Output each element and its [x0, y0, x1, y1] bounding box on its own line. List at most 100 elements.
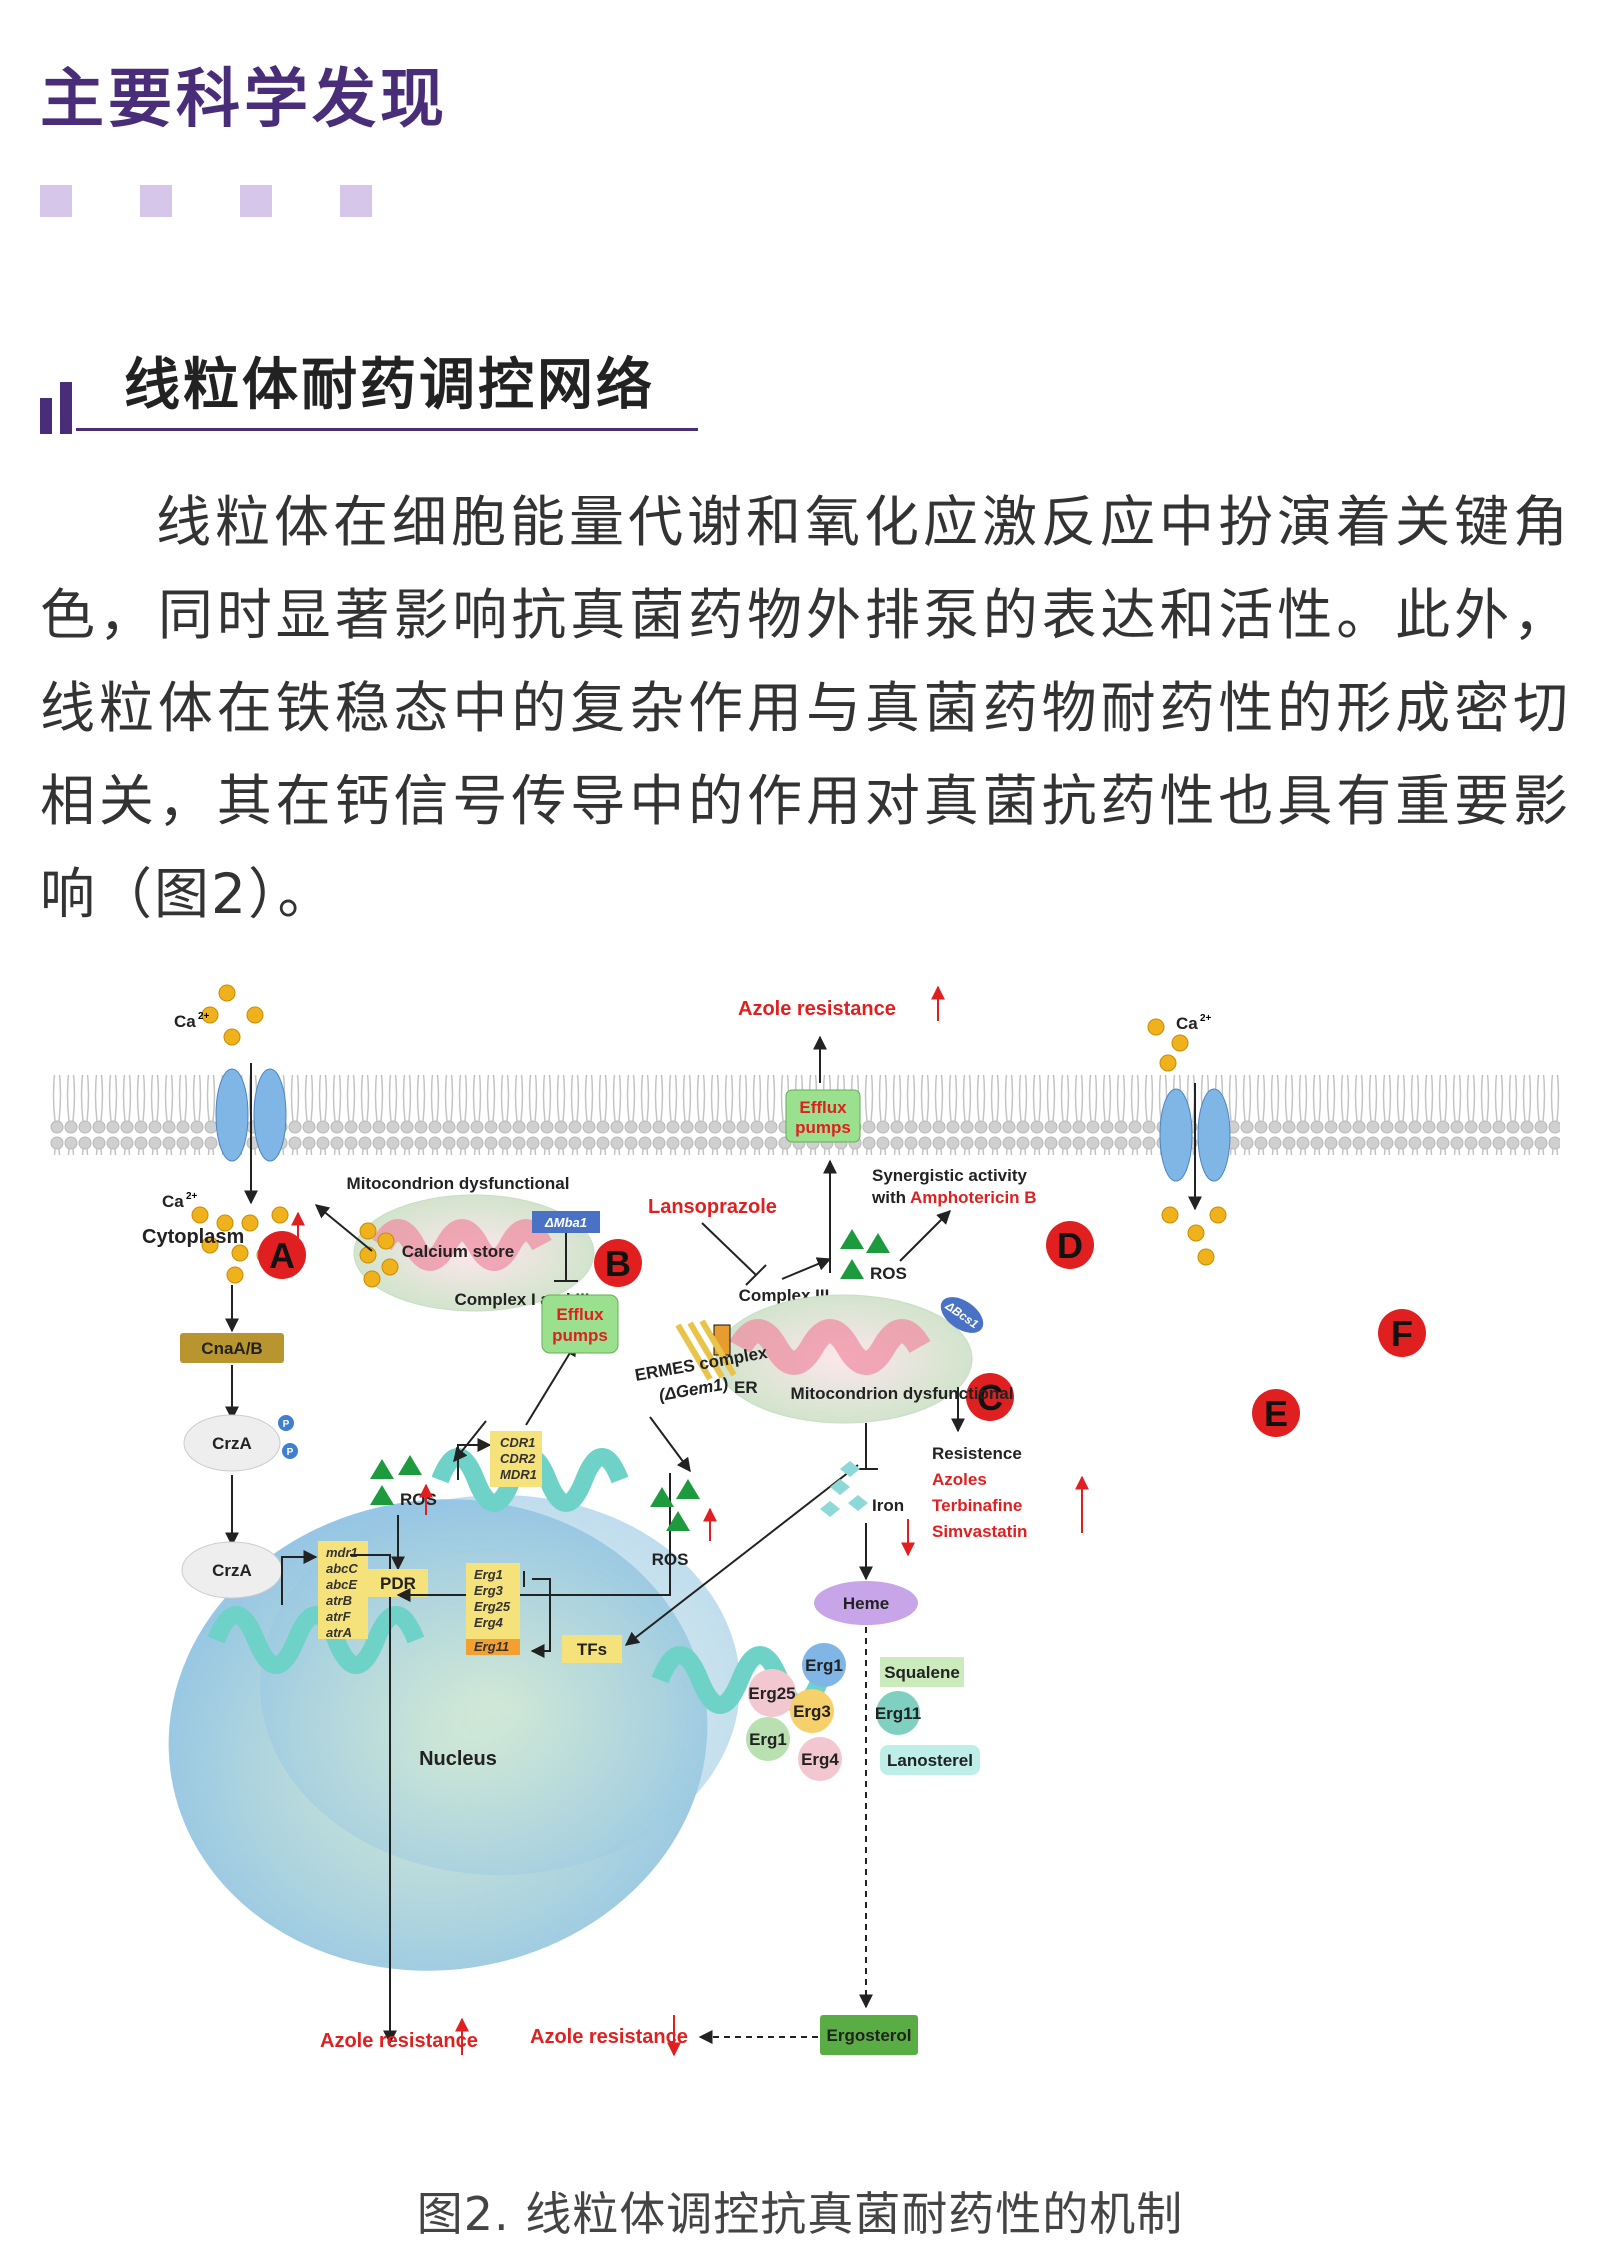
- erg-bubble-label: Erg11: [875, 1704, 921, 1723]
- cna-box: [180, 1333, 284, 1363]
- efflux-pump-membrane: [785, 1089, 861, 1143]
- gene-label: abcC: [326, 1561, 358, 1576]
- calcium-store-label: Calcium store: [402, 1242, 514, 1261]
- erg-bubble: [876, 1691, 920, 1735]
- label-a-circle: [258, 1231, 306, 1279]
- label-b: B: [605, 1243, 631, 1284]
- efflux-label: Efflux: [556, 1305, 604, 1324]
- ca-label-top-right: Ca: [1176, 1014, 1198, 1033]
- drug-label: Terbinafine: [932, 1496, 1022, 1515]
- cristae: [372, 1219, 552, 1271]
- mito-left-title: Mitocondrion dysfunctional: [347, 1174, 570, 1193]
- arrow: [624, 1464, 859, 1646]
- ergosterol-box: [820, 2015, 918, 2055]
- arrow: [314, 1204, 373, 1252]
- label-c: C: [977, 1377, 1003, 1418]
- gene-label: atrF: [326, 1609, 352, 1624]
- crza-cytoplasm: [183, 1414, 281, 1472]
- pdr-label: PDR: [380, 1574, 416, 1593]
- heme-oval: [814, 1581, 918, 1625]
- resistence-label: Resistence: [932, 1444, 1022, 1463]
- phospho-label: P: [287, 1447, 294, 1458]
- body-paragraph: 线粒体在细胞能量代谢和氧化应激反应中扮演着关键角色，同时显著影响抗真菌药物外排泵…: [40, 490, 1570, 926]
- decor-square: [340, 185, 372, 217]
- mechanism-figure: Ca 2+ Ca 2+ Ca 2+ Azole resistance Efflu…: [50, 975, 1560, 2135]
- label-f: F: [1391, 1313, 1413, 1354]
- ca-charge: 2+: [1200, 1013, 1212, 1024]
- azole-resistance-top: Azole resistance: [738, 998, 896, 1020]
- erg-bubble: [746, 1717, 790, 1761]
- erg11-highlight: [466, 1639, 520, 1655]
- ros-label-top-right: ROS: [870, 1264, 907, 1283]
- erg-bubble-label: Erg4: [801, 1750, 839, 1769]
- cdr-gene-box: [490, 1431, 542, 1487]
- section-marker-bar: [60, 382, 72, 434]
- gene-label: Erg11: [474, 1639, 509, 1654]
- lanosterel-box: [880, 1745, 980, 1775]
- label-c-circle: [966, 1373, 1014, 1421]
- label-a: A: [269, 1235, 295, 1276]
- amphotericin-label: Amphotericin B: [910, 1188, 1037, 1207]
- nucleus-label: Nucleus: [419, 1748, 497, 1770]
- phospho-dot: [282, 1443, 298, 1459]
- erg-bubble: [798, 1737, 842, 1781]
- arrow: [899, 1210, 951, 1262]
- erg-bubble-label: Erg1: [749, 1730, 787, 1749]
- mdr-gene-box: [318, 1541, 368, 1639]
- ros-triangles-top-right: [840, 1229, 890, 1279]
- section-marker-bar: [40, 398, 52, 434]
- gene-label: Erg25: [474, 1599, 511, 1614]
- arrow: [453, 1420, 487, 1463]
- page-title: 主要科学发现: [40, 63, 448, 137]
- ca-charge: 2+: [198, 1011, 210, 1022]
- er-label: ER: [734, 1378, 758, 1397]
- arrow: [781, 1257, 832, 1280]
- cristae: [729, 1319, 931, 1375]
- gene-label: Erg3: [474, 1583, 504, 1598]
- dna-strand-1: [207, 1606, 425, 1674]
- label-d-circle: [1046, 1221, 1094, 1269]
- erg-bubble-label: Erg3: [793, 1702, 831, 1721]
- er-stripes: [675, 1319, 737, 1381]
- phospho-label: P: [283, 1419, 290, 1430]
- calcium-channel-right: [1159, 1083, 1231, 1211]
- ros-triangles-mid-right: [650, 1479, 700, 1531]
- arrow: [530, 1578, 551, 1658]
- ca-charge: 2+: [186, 1191, 198, 1202]
- ros-label-mid-right: ROS: [652, 1550, 689, 1569]
- efflux-label: pumps: [795, 1118, 851, 1137]
- erg-bubble: [790, 1689, 834, 1733]
- efflux-label: Efflux: [799, 1098, 847, 1117]
- erg-bubble: [802, 1643, 846, 1687]
- decor-square: [40, 185, 72, 217]
- efflux-pump-cytoplasm: [541, 1294, 619, 1354]
- inhibit-bar: [745, 1264, 767, 1286]
- label-d: D: [1057, 1225, 1083, 1266]
- iron-label: Iron: [872, 1496, 904, 1515]
- synergy-line-2: with: [871, 1188, 906, 1207]
- iron-shapes: [820, 1461, 868, 1517]
- ca-label-inside-left: Ca: [162, 1192, 184, 1211]
- ros-triangles-left: [370, 1455, 422, 1505]
- tfs-box: [562, 1635, 622, 1663]
- ca-label-top-left: Ca: [174, 1012, 196, 1031]
- crza-nucleus-label: CrzA: [212, 1561, 252, 1580]
- lanosterel-label: Lanosterel: [887, 1751, 973, 1770]
- decor-square: [240, 185, 272, 217]
- gene-label: CDR2: [500, 1451, 536, 1466]
- mba1-box: [532, 1211, 600, 1233]
- phospho-dot: [278, 1415, 294, 1431]
- crza-label: CrzA: [212, 1434, 252, 1453]
- label-f-circle: [1378, 1309, 1426, 1357]
- cna-label: CnaA/B: [201, 1339, 262, 1358]
- arrow: [649, 1416, 691, 1473]
- erg-bubble: [748, 1669, 796, 1717]
- arrow: [457, 1438, 492, 1480]
- decor-square: [140, 185, 172, 217]
- label-e-circle: [1252, 1389, 1300, 1437]
- gene-label: CDR1: [500, 1435, 535, 1450]
- calcium-ions: [191, 984, 1227, 1284]
- mba1-label: ΔMba1: [544, 1215, 587, 1230]
- section-underline: [76, 428, 698, 431]
- lansoprazole-label: Lansoprazole: [648, 1196, 777, 1218]
